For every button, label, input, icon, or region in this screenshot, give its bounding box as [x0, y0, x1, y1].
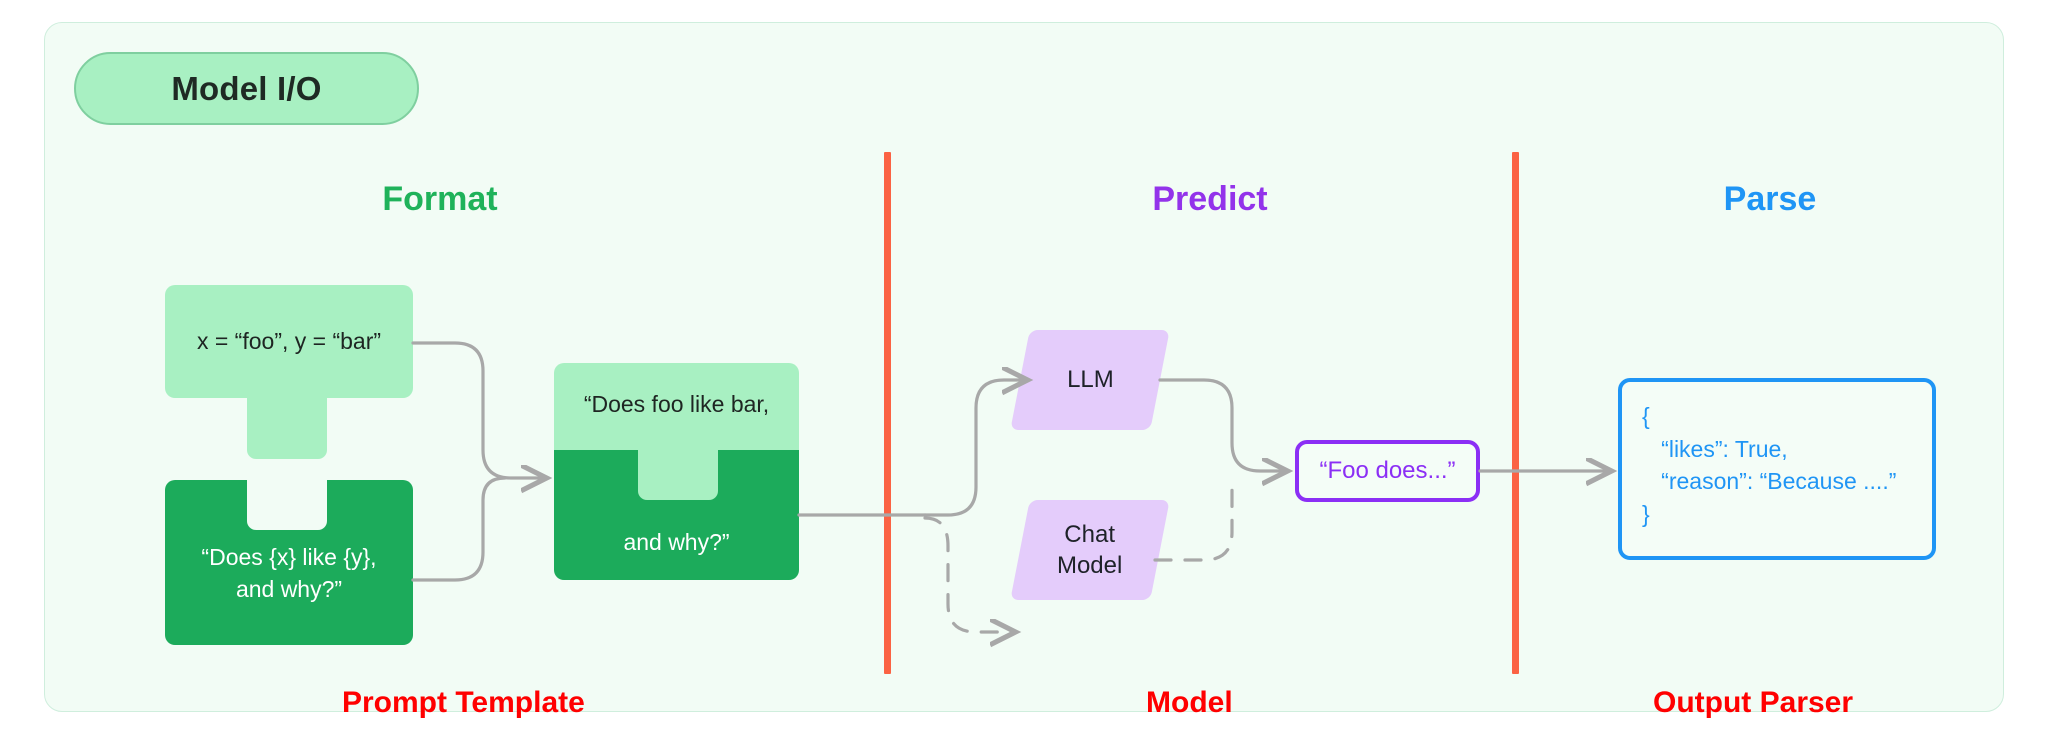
formatted-prompt-puzzle-notch [638, 450, 718, 500]
section-heading-format: Format [382, 180, 498, 218]
chat-model-line2: Model [1057, 552, 1123, 579]
variables-text: x = “foo”, y = “bar” [196, 327, 382, 354]
section-heading-parse: Parse [1723, 180, 1817, 218]
formatted-prompt-upper: “Does foo like bar, [554, 363, 799, 463]
prompt-template-puzzle-notch [247, 480, 327, 530]
section-divider-right [1512, 152, 1519, 674]
llm-node: LLM [1010, 330, 1170, 430]
footer-label-prompt-template: Prompt Template [342, 686, 585, 719]
footer-label-output-parser: Output Parser [1653, 686, 1854, 719]
prediction-output-box: “Foo does...” [1295, 440, 1480, 502]
model-io-badge: Model I/O [74, 52, 419, 125]
footer-label-model: Model [1146, 686, 1233, 719]
parsed-output-box: { “likes”: True, “reason”: “Because ....… [1618, 378, 1936, 560]
prediction-text: “Foo does...” [1319, 457, 1456, 484]
prompt-template-line1: “Does {x} like {y}, [201, 544, 377, 571]
formatted-prompt-line1: “Does foo like bar, [583, 391, 770, 417]
chat-model-node: Chat Model [1010, 500, 1170, 600]
formatted-prompt-line2: and why?” [623, 528, 730, 555]
chat-model-label: Chat Model [1057, 519, 1122, 581]
section-divider-left [884, 152, 891, 674]
section-heading-predict: Predict [1152, 180, 1268, 218]
variables-puzzle-tab [247, 396, 327, 459]
variables-block: x = “foo”, y = “bar” [165, 285, 413, 398]
prompt-template-line2: and why?” [235, 575, 343, 602]
llm-label: LLM [1066, 366, 1114, 394]
chat-model-line1: Chat [1064, 520, 1116, 548]
